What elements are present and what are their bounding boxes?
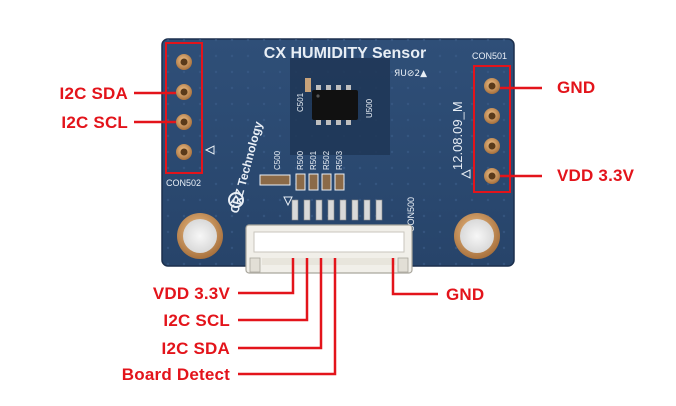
label-left-i2c-scl: I2C SCL bbox=[61, 113, 128, 132]
con501-pins bbox=[484, 78, 500, 184]
line-bottom-detect bbox=[238, 258, 337, 376]
silk-con500: CON500 bbox=[406, 197, 416, 232]
silk-r502: R502 bbox=[322, 150, 331, 170]
con502-highlight bbox=[165, 42, 203, 174]
label-bottom-i2c-scl: I2C SCL bbox=[163, 311, 230, 330]
line-bottom-scl bbox=[238, 258, 309, 322]
silk-u500: U500 bbox=[365, 98, 374, 118]
silk-c500: C500 bbox=[273, 150, 282, 170]
date-code: 12.08.09_M bbox=[450, 101, 465, 170]
con502-pin1-mark bbox=[204, 145, 215, 155]
mount-hole-right bbox=[454, 213, 500, 259]
line-bottom-sda bbox=[238, 258, 323, 350]
label-right-gnd: GND bbox=[557, 78, 596, 97]
cap-c500 bbox=[259, 174, 291, 186]
brand-logo-mark bbox=[230, 194, 242, 204]
cap-c501 bbox=[305, 78, 311, 92]
humidity-chip bbox=[312, 90, 358, 120]
con500-solder-legs bbox=[291, 199, 383, 221]
silk-r500: R500 bbox=[296, 150, 305, 170]
label-left-i2c-sda: I2C SDA bbox=[59, 84, 128, 103]
resistor-array bbox=[295, 173, 345, 191]
line-bottom-vdd bbox=[238, 258, 295, 295]
con502-pins bbox=[176, 54, 192, 160]
chip-legs bbox=[316, 85, 351, 125]
board-title: CX HUMIDITY Sensor bbox=[264, 45, 426, 62]
label-right-vdd: VDD 3.3V bbox=[557, 166, 635, 185]
silk-c501: C501 bbox=[296, 92, 305, 112]
mount-hole-left bbox=[177, 213, 223, 259]
brand-logo bbox=[228, 192, 244, 208]
line-bottom-gnd bbox=[391, 258, 438, 296]
con501-highlight bbox=[473, 65, 511, 193]
label-bottom-vdd: VDD 3.3V bbox=[152, 284, 230, 303]
chip-pin1-dot bbox=[316, 94, 320, 98]
silk-con502: CON502 bbox=[166, 178, 201, 188]
silk-r501: R501 bbox=[309, 150, 318, 170]
label-bottom-i2c-sda: I2C SDA bbox=[161, 339, 230, 358]
cert-mark: ЯU⊘2▲ bbox=[394, 69, 427, 79]
con500-pin1-mark bbox=[283, 196, 293, 207]
label-bottom-board-detect: Board Detect bbox=[121, 365, 230, 384]
con501-pin1-mark bbox=[460, 169, 471, 179]
callout-lines bbox=[134, 86, 542, 376]
con500-housing bbox=[245, 224, 413, 274]
label-bottom-gnd: GND bbox=[446, 285, 485, 304]
silk-con501: CON501 bbox=[472, 51, 507, 61]
silk-r503: R503 bbox=[335, 150, 344, 170]
